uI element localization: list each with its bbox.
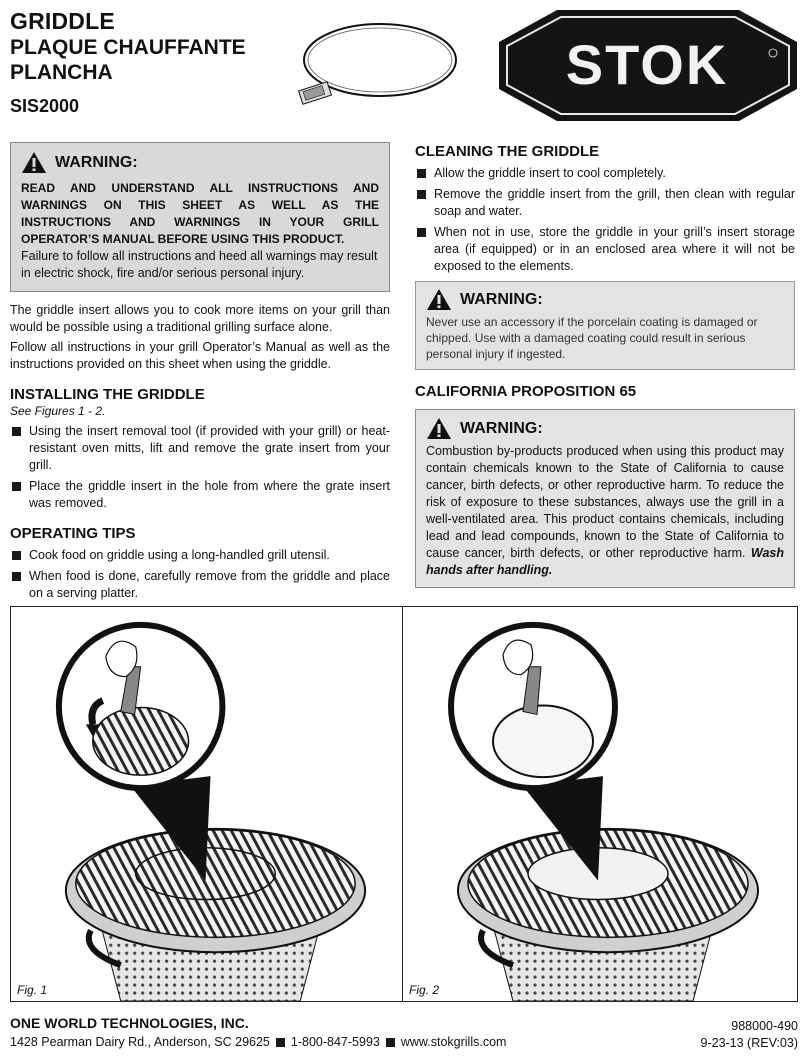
figure-1-label: Fig. 1 xyxy=(17,983,48,997)
stok-logo: STOK xyxy=(497,8,799,123)
company-name: ONE WORLD TECHNOLOGIES, INC. xyxy=(10,1015,249,1031)
operating-list: Cook food on griddle using a long-handle… xyxy=(10,547,390,602)
figures-panel: Fig. 1 Fig. 2 xyxy=(10,606,798,1002)
list-item: Place the griddle insert in the hole fro… xyxy=(10,478,390,512)
list-item: When not in use, store the griddle in yo… xyxy=(415,224,795,275)
coating-warning-text: Never use an accessory if the porcelain … xyxy=(426,315,758,361)
warning-body-text: Failure to follow all instructions and h… xyxy=(21,249,378,280)
prop65-body: Combustion by-products produced when usi… xyxy=(426,444,784,560)
prop65-warning-box: WARNING: Combustion by-products produced… xyxy=(415,409,795,588)
list-item: Cook food on griddle using a long-handle… xyxy=(10,547,390,564)
warning-triangle-icon xyxy=(427,289,451,310)
warning-heading: WARNING: xyxy=(460,419,543,437)
right-column: CLEANING THE GRIDDLE Allow the griddle i… xyxy=(415,142,795,588)
installing-list: Using the insert removal tool (if provid… xyxy=(10,423,390,512)
figure-1: Fig. 1 xyxy=(11,607,403,1001)
title-english: GRIDDLE xyxy=(10,8,115,34)
list-item: Allow the griddle insert to cool complet… xyxy=(415,165,795,182)
list-item: Remove the griddle insert from the grill… xyxy=(415,186,795,220)
installing-see-figures: See Figures 1 - 2. xyxy=(10,404,106,418)
intro-paragraph-1: The griddle insert allows you to cook mo… xyxy=(10,303,390,334)
document-number: 988000-490 xyxy=(731,1019,798,1033)
website-link[interactable]: www.stokgrills.com xyxy=(400,1035,507,1049)
cleaning-list: Allow the griddle insert to cool complet… xyxy=(415,165,795,275)
document-number-block: 988000-490 9-23-13 (REV:03) xyxy=(701,1018,799,1052)
title-spanish: PLANCHA xyxy=(10,61,113,84)
coating-warning-box: WARNING: Never use an accessory if the p… xyxy=(415,281,795,370)
cleaning-heading: CLEANING THE GRIDDLE xyxy=(415,143,600,160)
warning-heading: WARNING: xyxy=(55,153,138,171)
figure-2: Fig. 2 xyxy=(403,607,797,1001)
title-block: GRIDDLE PLAQUE CHAUFFANTE PLANCHA SIS200… xyxy=(10,8,300,117)
phone: 1-800-847-5993 xyxy=(290,1035,380,1049)
main-warning-box: WARNING: READ AND UNDERSTAND ALL INSTRUC… xyxy=(10,142,390,292)
list-item: Using the insert removal tool (if provid… xyxy=(10,423,390,474)
list-item: When food is done, carefully remove from… xyxy=(10,568,390,602)
figure-2-label: Fig. 2 xyxy=(409,983,440,997)
left-column: WARNING: READ AND UNDERSTAND ALL INSTRUC… xyxy=(10,142,390,606)
operating-heading: OPERATING TIPS xyxy=(10,525,136,542)
prop65-emphasis: Wash hands after handling. xyxy=(426,546,784,577)
warning-caps-text: READ AND UNDERSTAND ALL INSTRUCTIONS AND… xyxy=(21,181,379,246)
footer: ONE WORLD TECHNOLOGIES, INC. 1428 Pearma… xyxy=(10,1014,798,1051)
contact-line: 1428 Pearman Dairy Rd., Anderson, SC 296… xyxy=(10,1034,798,1051)
brand-logotype: STOK xyxy=(566,33,729,96)
warning-triangle-icon xyxy=(22,152,46,173)
prop65-heading: CALIFORNIA PROPOSITION 65 xyxy=(415,383,637,400)
address: 1428 Pearman Dairy Rd., Anderson, SC 296… xyxy=(10,1035,270,1049)
warning-triangle-icon xyxy=(427,418,451,439)
bullet-square-icon xyxy=(385,1038,395,1047)
bullet-square-icon xyxy=(275,1038,285,1047)
warning-heading: WARNING: xyxy=(460,290,543,308)
intro-paragraph-2: Follow all instructions in your grill Op… xyxy=(10,340,390,371)
installing-heading: INSTALLING THE GRIDDLE xyxy=(10,386,205,403)
document-date: 9-23-13 (REV:03) xyxy=(700,1036,799,1050)
model-number: SIS2000 xyxy=(10,96,80,116)
prop65-text: Combustion by-products produced when usi… xyxy=(426,443,784,579)
griddle-product-illustration xyxy=(290,16,460,116)
title-french: PLAQUE CHAUFFANTE xyxy=(10,36,246,59)
